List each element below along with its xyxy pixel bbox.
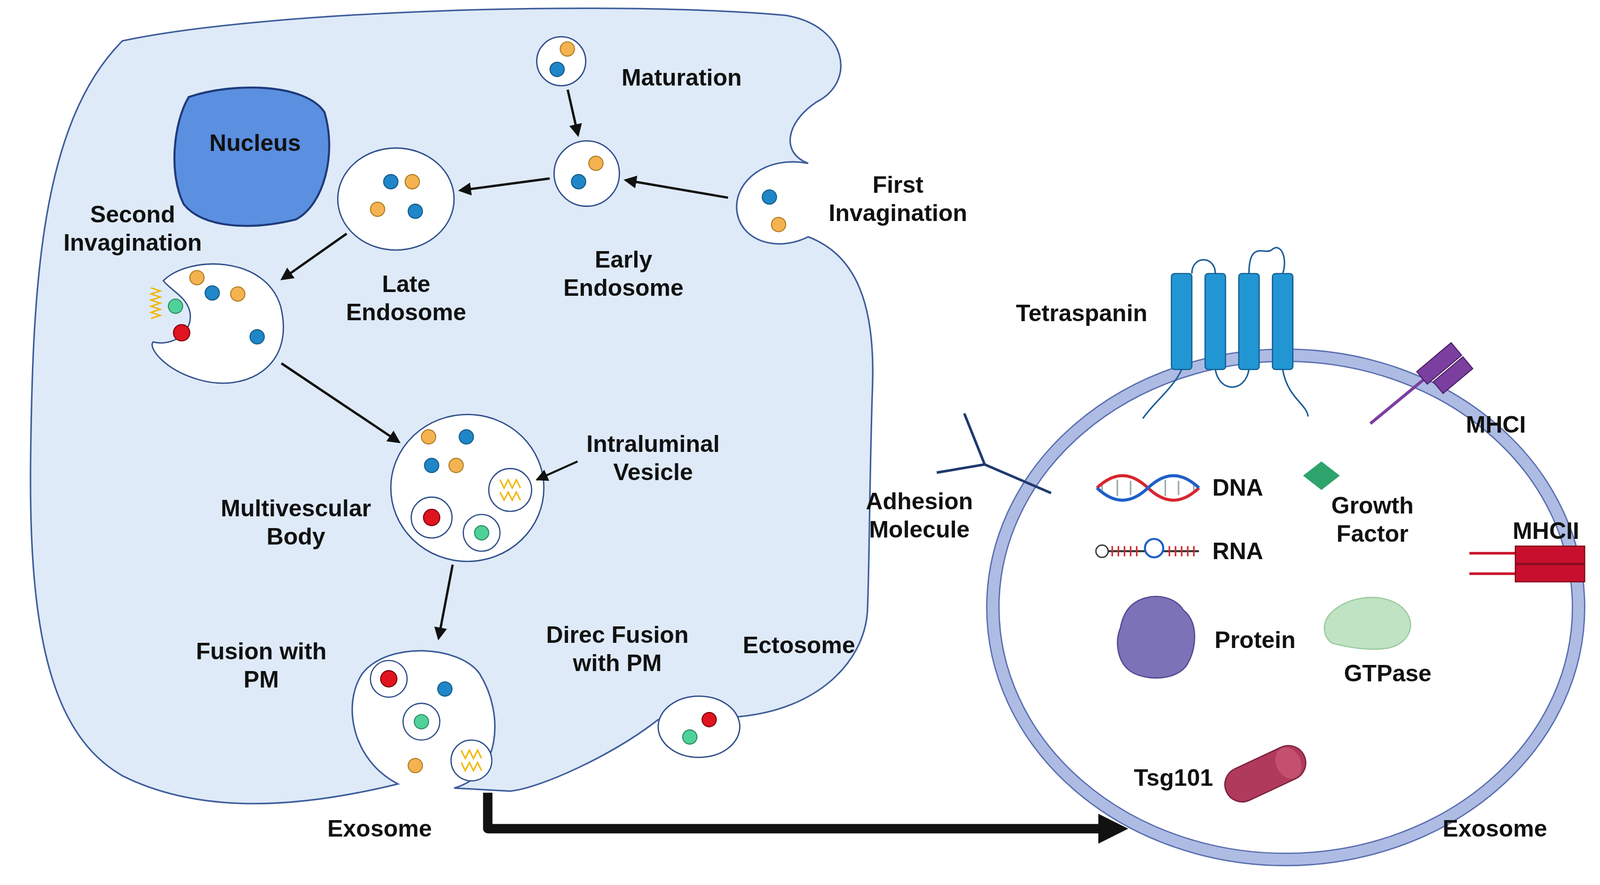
late-endosome-shape: [337, 148, 454, 251]
intraluminal-vesicle: [488, 468, 532, 512]
late-endosome: Late Endosome: [337, 148, 454, 251]
cargo-dot: [571, 174, 586, 189]
part-label: Protein: [1214, 625, 1296, 655]
part-label: GTPase: [1343, 659, 1432, 688]
cell-membrane: [30, 8, 873, 804]
pathway-arrow: [567, 89, 576, 127]
release-arrow: [487, 792, 1104, 829]
part-label: MHCII: [1512, 516, 1580, 545]
growth-factor-symbol: [1302, 461, 1340, 490]
cargo-dot: [423, 509, 441, 526]
node-label: Second Invagination: [38, 200, 227, 257]
cargo-dot: [437, 681, 452, 696]
cargo-dot: [168, 299, 183, 314]
cargo-dot: [204, 285, 220, 300]
cargo-dot: [405, 174, 420, 189]
nucleus-shape: [174, 87, 330, 226]
multivesicular-body: Multivescular Body: [390, 414, 544, 562]
cargo-dot: [189, 270, 205, 285]
early-endosome: Early Endosome: [553, 140, 620, 206]
tsg101-symbol: [1219, 739, 1312, 808]
invagination: First Invagination: [732, 161, 811, 250]
intraluminal-vesicle: [463, 514, 500, 552]
node-label: Direc Fusion with PM: [528, 620, 707, 678]
exosome-membrane: [986, 348, 1585, 866]
cargo-dot: [701, 712, 717, 727]
cargo-dot: [408, 758, 423, 773]
nucleic-acid-squiggle: [499, 479, 521, 500]
rna-symbol: [1095, 538, 1199, 558]
cargo-dot: [550, 62, 565, 77]
cargo-dot: [383, 174, 398, 189]
mvb-shape: [390, 414, 544, 562]
vesicle: Maturation: [536, 36, 586, 86]
protein-symbol: [1117, 596, 1195, 678]
node-label: Multivescular Body: [197, 494, 395, 551]
part-label: Intraluminal Vesicle: [563, 429, 743, 487]
node-label: Late Endosome: [335, 269, 477, 327]
cargo-dot: [250, 329, 265, 344]
node-label: Fusion with PM: [176, 637, 347, 694]
cargo-dot: [762, 189, 777, 205]
second-invagination-shape: [152, 263, 284, 383]
ectosome: Direc Fusion with PMEctosome: [658, 695, 742, 757]
node-label: Exosome: [1442, 814, 1547, 843]
leader-arrow: [536, 461, 578, 480]
intraluminal-vesicle: [370, 660, 408, 697]
part-label: Adhesion Molecule: [848, 487, 990, 544]
ectosome-shape: [658, 695, 741, 757]
node-label: Ectosome: [742, 630, 856, 660]
cargo-dot: [230, 286, 245, 301]
cargo-dot: [424, 458, 439, 473]
pathway-arrow: [440, 564, 453, 631]
exosome-membrane: [993, 354, 1579, 860]
cargo-dot: [414, 714, 429, 729]
nucleic-acid-squiggle: [150, 287, 161, 319]
fusion-site: Fusion with PMExosome: [346, 645, 501, 790]
node-label: First Invagination: [808, 170, 988, 228]
pathway-arrow: [468, 178, 550, 190]
nucleic-acid-squiggle: [461, 749, 482, 771]
intraluminal-vesicle: [411, 496, 453, 538]
vesicle: [536, 36, 586, 86]
nucleus: Nucleus: [173, 86, 329, 230]
cargo-dot: [559, 41, 575, 56]
mhc1-symbol: [1370, 342, 1474, 424]
node-label: Early Endosome: [545, 245, 702, 302]
second-invagination: Second Invagination: [149, 257, 291, 388]
pathway-arrow: [633, 181, 729, 198]
cargo-dot: [474, 525, 489, 540]
cargo-dot: [459, 429, 474, 444]
exosome-membrane: [999, 361, 1573, 853]
cargo-dot: [380, 670, 398, 687]
cargo-dot: [449, 458, 464, 473]
cargo-dot: [421, 429, 436, 444]
node-label: Maturation: [621, 63, 742, 92]
adhesion-molecule-symbol: [936, 413, 1051, 493]
cargo-dot: [408, 204, 423, 219]
cargo-dot: [682, 729, 697, 744]
mhc2-symbol: [1469, 545, 1585, 582]
tetraspanin-symbol: [1142, 247, 1309, 419]
dna-symbol: [1096, 475, 1199, 501]
part-label: RNA: [1212, 536, 1263, 566]
part-label: Growth Factor: [1316, 491, 1429, 548]
part-label: Tsg101: [1134, 763, 1214, 792]
early-endosome-shape: [553, 141, 620, 207]
cargo-dot: [771, 217, 786, 232]
pathway-arrow: [288, 233, 347, 275]
gtpase-symbol: [1324, 597, 1411, 650]
cargo-dot: [173, 324, 190, 341]
intraluminal-vesicle: [402, 703, 440, 741]
part-label: DNA: [1212, 473, 1263, 502]
cargo-dot: [588, 156, 603, 171]
exosome-vesicle: [450, 740, 492, 781]
node-label: Exosome: [327, 814, 432, 843]
part-label: MHCI: [1466, 410, 1527, 439]
cargo-dot: [370, 202, 385, 217]
pathway-arrow: [281, 363, 393, 438]
node-label: Nucleus: [209, 128, 301, 158]
part-label: Tetraspanin: [1016, 299, 1148, 328]
